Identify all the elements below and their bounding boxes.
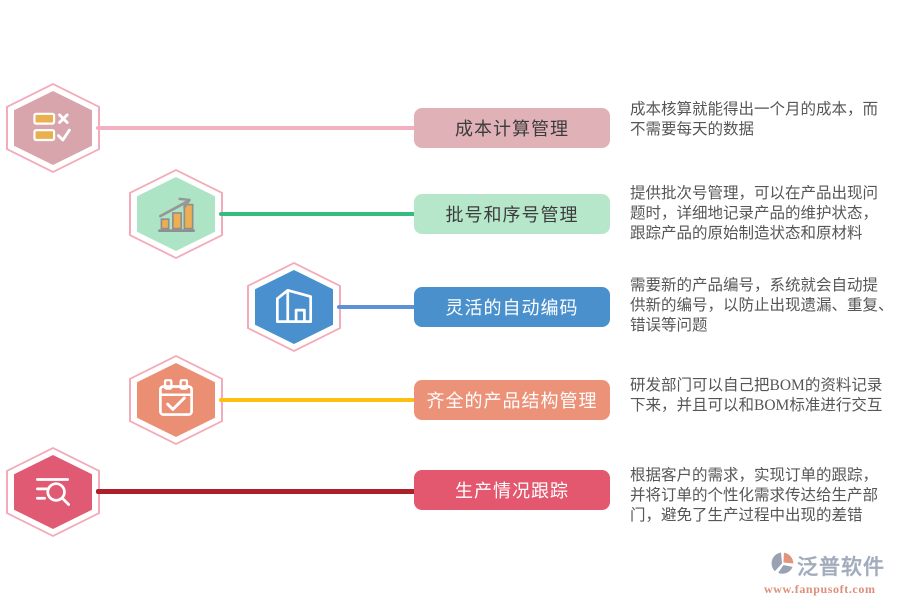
- checklist-icon: [29, 104, 77, 152]
- feature-description: 成本核算就能得出一个月的成本，而 不需要每天的数据: [630, 101, 879, 138]
- search-list-icon: [28, 467, 78, 517]
- hexagon-badge: [6, 83, 100, 173]
- fanpu-logo-icon: [770, 551, 795, 581]
- feature-description: 提供批次号管理，可以在产品出现问 题时，详细地记录产品的维护状态， 跟踪产品的原…: [630, 185, 879, 242]
- feature-label-box: 灵活的自动编码: [414, 287, 610, 327]
- brand-name: 泛普软件: [797, 555, 885, 579]
- calendar-check-icon: [151, 375, 201, 425]
- brand-url: www.fanpusoft.com: [764, 582, 876, 596]
- feature-label-box: 齐全的产品结构管理: [414, 380, 610, 420]
- feature-description: 需要新的产品编号，系统就会自动提 供新的编号，以防止出现遗漏、重复、 错误等问题: [630, 277, 894, 334]
- feature-description: 研发部门可以自己把BOM的资料记录 下来，并且可以和BOM标准进行交互: [630, 377, 883, 414]
- hexagon-badge: [129, 169, 223, 259]
- hexagon-badge: [6, 447, 100, 537]
- feature-label-box: 批号和序号管理: [414, 194, 610, 234]
- connector-line: [337, 305, 418, 309]
- connector-line: [219, 398, 418, 402]
- feature-label-box: 成本计算管理: [414, 108, 610, 148]
- hexagon-badge: [247, 262, 341, 352]
- connector-line: [96, 126, 418, 130]
- brand-watermark: 泛普软件 www.fanpusoft.com: [764, 551, 885, 597]
- feature-label-box: 生产情况跟踪: [414, 470, 610, 510]
- connector-line: [219, 212, 418, 216]
- hexagon-badge: [129, 355, 223, 445]
- warehouse-icon: [269, 282, 319, 332]
- connector-line: [96, 489, 418, 494]
- bar-chart-icon: [151, 189, 201, 239]
- feature-description: 根据客户的需求，实现订单的跟踪， 并将订单的个性化需求传达给生产部 门，避免了生…: [630, 467, 879, 524]
